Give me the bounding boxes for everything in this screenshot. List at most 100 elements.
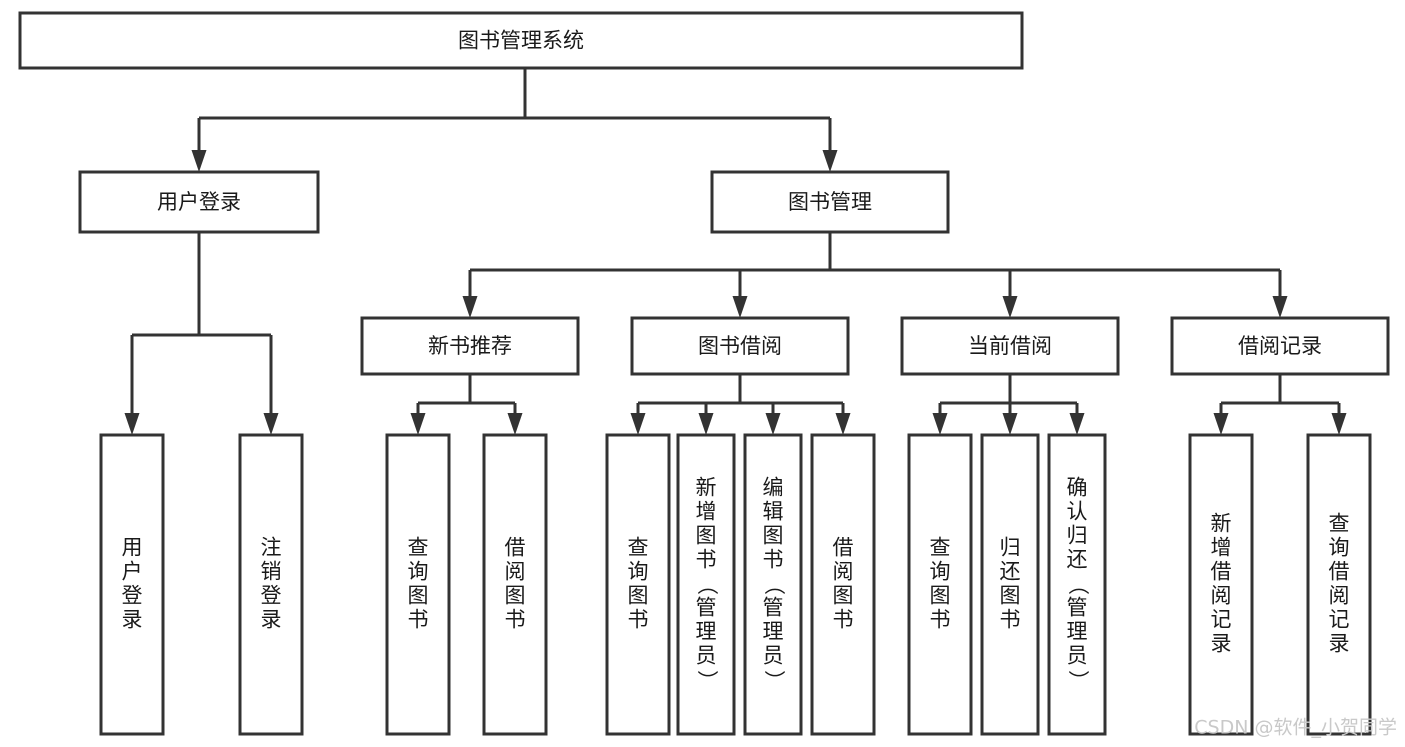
node-label-char: 录	[1329, 632, 1350, 656]
arrow-head-icon	[1213, 413, 1229, 435]
node-box	[605, 433, 671, 736]
node-label-char: 借	[1329, 560, 1350, 584]
arrow-head-icon	[822, 150, 838, 172]
node-label-char: 借	[505, 536, 526, 560]
node-box	[78, 170, 320, 234]
node-root[interactable]: 图书管理系统	[18, 11, 1024, 70]
node-label-char: 询	[1329, 536, 1350, 560]
node-label-char: 查	[1329, 512, 1350, 536]
node-label-char: 还	[1067, 548, 1088, 572]
node-label-char: 查	[930, 536, 951, 560]
node-label-char: 员	[763, 644, 784, 668]
node-label-char: ）	[1066, 670, 1090, 691]
node-label-char: ）	[762, 670, 786, 691]
node-label: 图书借阅	[698, 334, 782, 358]
node-label-char: 书	[930, 608, 951, 632]
node-box	[1188, 433, 1254, 736]
node-label-char: 询	[408, 560, 429, 584]
node-label-char: 增	[696, 500, 717, 524]
node-label-char: 阅	[1211, 584, 1232, 608]
node-label-char: （	[1066, 574, 1090, 595]
node-box	[743, 433, 803, 736]
node-label: 图书管理	[788, 190, 872, 214]
node-label-char: 理	[696, 620, 717, 644]
arrow-head-icon	[507, 413, 523, 435]
node-newbook[interactable]: 新书推荐	[360, 316, 580, 376]
node-label-char: 录	[122, 608, 143, 632]
node-label-char: 理	[1067, 620, 1088, 644]
node-label-char: 新	[696, 476, 717, 500]
node-box	[710, 170, 950, 234]
node-label: 借阅记录	[1238, 334, 1322, 358]
node-label-char: （	[762, 574, 786, 595]
node-label-char: 询	[930, 560, 951, 584]
node-label: 用户登录	[157, 190, 241, 214]
node-box	[900, 316, 1120, 376]
node-label: 图书管理系统	[458, 29, 584, 53]
connector-current	[932, 374, 1085, 435]
arrow-head-icon	[932, 413, 948, 435]
node-label-char: 管	[1067, 596, 1088, 620]
node-label-char: 书	[628, 608, 649, 632]
node-label-char: 书	[763, 548, 784, 572]
node-label-char: 登	[261, 584, 282, 608]
node-label-char: 书	[696, 548, 717, 572]
arrow-head-icon	[765, 413, 781, 435]
node-box	[1170, 316, 1390, 376]
arrow-head-icon	[1002, 296, 1018, 318]
arrow-head-icon	[462, 296, 478, 318]
node-label-char: 新	[1211, 512, 1232, 536]
node-label-char: 归	[1067, 524, 1088, 548]
node-box	[630, 316, 850, 376]
node-bookmgmt[interactable]: 图书管理	[710, 170, 950, 234]
connector-newbook	[410, 374, 523, 435]
node-box	[238, 433, 304, 736]
node-label-char: 归	[1000, 536, 1021, 560]
node-borrow[interactable]: 图书借阅	[630, 316, 850, 376]
node-record[interactable]: 借阅记录	[1170, 316, 1390, 376]
arrow-head-icon	[124, 413, 140, 435]
node-label-char: 询	[628, 560, 649, 584]
node-label-char: 书	[505, 608, 526, 632]
node-label-char: 录	[261, 608, 282, 632]
node-label-char: 图	[696, 524, 717, 548]
node-leaf1[interactable]: 用户登录	[99, 433, 165, 736]
node-login[interactable]: 用户登录	[78, 170, 320, 234]
node-label-char: 图	[930, 584, 951, 608]
arrow-head-icon	[835, 413, 851, 435]
node-label-char: 用	[122, 536, 143, 560]
arrow-head-icon	[1002, 413, 1018, 435]
node-current[interactable]: 当前借阅	[900, 316, 1120, 376]
node-box	[482, 433, 548, 736]
node-label-char: 还	[1000, 560, 1021, 584]
arrow-head-icon	[263, 413, 279, 435]
node-label-char: ）	[695, 670, 719, 691]
arrow-head-icon	[191, 150, 207, 172]
arrow-head-icon	[630, 413, 646, 435]
connector-borrow	[630, 374, 851, 435]
node-label-char: 书	[408, 608, 429, 632]
node-label-char: 理	[763, 620, 784, 644]
node-label-char: 增	[1211, 536, 1232, 560]
node-label-char: 阅	[833, 560, 854, 584]
node-box	[18, 11, 1024, 70]
node-box	[810, 433, 876, 736]
node-label-char: 借	[833, 536, 854, 560]
node-box	[676, 433, 736, 736]
node-box	[99, 433, 165, 736]
node-label-char: 图	[408, 584, 429, 608]
node-box	[385, 433, 451, 736]
